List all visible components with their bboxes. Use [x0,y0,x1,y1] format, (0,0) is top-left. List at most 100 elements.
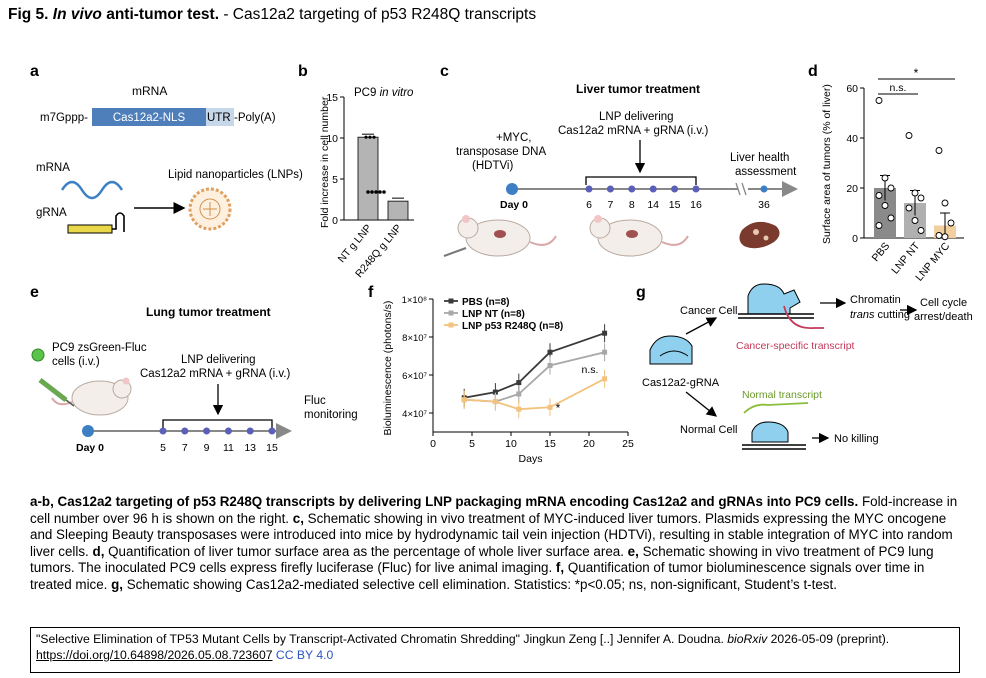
f-legend-marker [448,298,454,304]
mrna-cap-label: m7Gppp- [40,112,88,124]
f-xtick-label: 15 [544,438,556,450]
f-datapoint [602,330,608,336]
mrna-label: mRNA [36,162,70,174]
panel-e-letter: e [30,284,39,301]
arrest-line2: arrest/death [914,311,973,323]
panel-c: c Liver tumor treatment LNP delivering C… [440,63,798,257]
f-ytick-label: 1×10⁸ [402,295,427,306]
d-datapoint [875,97,883,104]
lung-treatment-title: Lung tumor treatment [146,305,271,319]
f-xtick-label: 0 [430,438,436,450]
figure-title-bold: anti-tumor test. [106,6,220,23]
mouse-icon [443,215,557,257]
panel-d: d Surface area of tumors (% of liver) * … [808,63,964,284]
liver-day-dot [606,185,614,193]
no-killing-label: No killing [834,433,879,445]
lung-day-label: 5 [160,442,166,454]
lung-dosing-bracket [162,419,273,428]
caption-text-5: Quantification of tumor bioluminescence … [30,560,925,592]
caption-text-4: Schematic showing in vivo treatment of P… [30,543,934,576]
lung-day-label: 11 [223,442,234,454]
liver-day-label: 14 [647,199,659,211]
f-xtick-label: 10 [505,438,517,450]
b-ytick-label: 10 [326,133,338,145]
caption-e-label: e, [627,543,639,559]
citation-doi-link[interactable]: https://doi.org/10.64898/2026.05.08.7236… [36,648,273,662]
d-datapoint [917,227,925,234]
lung-day-label: 13 [244,442,256,454]
myc-line3: (HDTVi) [472,160,513,172]
grna-icon [67,212,125,234]
citation-license-link[interactable]: CC BY 4.0 [275,648,334,662]
mrna-construct-title: mRNA [132,84,167,98]
liver-day36-label: 36 [758,199,770,211]
f-legend-marker [448,310,454,316]
liver-day-dot [649,185,657,193]
lung-day-label: 7 [182,442,188,454]
f-datapoint [547,363,553,368]
utr-segment [206,108,234,126]
liver-day-dot [692,185,700,193]
pc9-line1: PC9 zsGreen-Fluc [52,342,147,354]
b-datapoint [382,190,386,194]
liver-lnp-line2: Cas12a2 mRNA + gRNA (i.v.) [558,125,708,137]
liver-day-dot [585,185,593,193]
d-datapoint [905,132,913,139]
liver-icon [739,221,780,249]
f-xlabel: Days [519,453,543,465]
cancer-cell-label: Cancer Cell [680,305,737,317]
b-datapoint [374,190,378,194]
caption-text-2: Schematic showing in vivo treatment of M… [30,510,953,559]
d-datapoint [911,217,919,224]
f-legend-label: LNP NT (n=8) [462,309,525,320]
f-ytick-label: 8×10⁷ [402,333,427,344]
trans-cutting-label: trans cutting [850,309,910,321]
liver-day-label: 15 [669,199,681,211]
grna-label: gRNA [36,207,67,219]
lung-day0-label: Day 0 [76,442,104,454]
panel-a-letter: a [30,63,39,80]
pc9-line2: cells (i.v.) [52,356,100,368]
figure-title-italic: In vivo [52,6,102,23]
figure-title-rest: - Cas12a2 targeting of p53 R248Q transcr… [223,6,537,23]
caption-g-label: g, [111,576,124,592]
treated-mouse-icon [589,215,689,257]
caption-text-1: Fold-increase in cell number over 96 h i… [30,494,958,526]
d-ytick-label: 0 [852,233,858,245]
d-datapoint [941,199,949,207]
d-star: * [914,66,919,80]
d-ytick-label: 40 [846,133,858,145]
cas12a2-nls-label: Cas12a2-NLS [113,112,186,124]
myc-line1: +MYC, [496,132,531,144]
lung-day0-dot [82,425,94,437]
caption-f-label: f, [555,560,565,575]
citation-title: "Selective Elimination of TP53 Mutant Ce… [36,632,728,646]
liver-day0-label: Day 0 [500,199,528,211]
d-datapoint [947,219,955,227]
mrna-wave-icon [60,180,124,200]
panel-f-letter: f [368,284,374,301]
normal-cell-label: Normal Cell [680,424,737,436]
caption-text-6: Schematic showing Cas12a2-mediated selec… [123,576,837,592]
f-datapoint [461,397,467,403]
d-ytick-label: 60 [846,83,858,95]
chromatin-label: Chromatin [850,294,901,306]
fluc-line2: monitoring [304,409,358,421]
lung-day-dot [203,427,211,435]
b-datapoint [368,135,372,139]
f-datapoint [547,349,553,355]
d-datapoint [911,189,919,197]
panel-a: a mRNA m7Gppp- Cas12a2-NLS UTR -Poly(A) … [30,63,303,234]
d-datapoint [875,192,883,199]
figure-number: Fig 5. [8,6,49,23]
b-ytick-label: 0 [332,215,338,227]
f-star: * [556,401,561,415]
panel-c-letter: c [440,63,449,80]
f-ylabel: Bioluminescence (photons/s) [382,301,394,436]
d-datapoint [887,184,895,192]
f-datapoint [516,391,522,397]
f-ytick-label: 4×10⁷ [402,409,427,420]
b-ytick-label: 5 [332,174,338,186]
